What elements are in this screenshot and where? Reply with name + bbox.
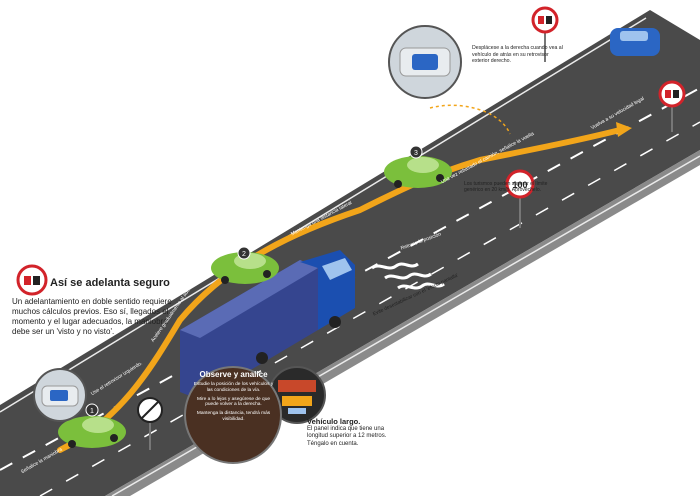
- long-vehicle-title: Vehículo largo.: [307, 417, 361, 426]
- truck-trailer: [180, 260, 318, 400]
- step-number-3: 3: [414, 150, 418, 157]
- truck-wheel: [256, 352, 268, 364]
- speed-limit-sign-icon: [505, 169, 535, 228]
- mirror-inset-left: [33, 368, 87, 422]
- road-edge-line: [0, 17, 647, 413]
- observe-text-2: Mire a lo lejos y asegúrese de que puede…: [196, 396, 271, 408]
- truck: [180, 250, 355, 400]
- car-step-2: [211, 252, 279, 284]
- end-no-overtaking-sign-icon: [658, 80, 686, 132]
- observe-panel-bg: [184, 366, 282, 464]
- intro-text: Un adelantamiento en doble sentido requi…: [12, 297, 172, 336]
- truck-trailer-top: [180, 260, 318, 338]
- car-step-1: [58, 416, 126, 448]
- step-number-2: 2: [242, 251, 246, 258]
- road: [0, 10, 700, 496]
- speed-limit-value: 100: [512, 180, 527, 190]
- truck-wheel: [329, 316, 341, 328]
- truck-windshield: [322, 258, 352, 280]
- mirror-inset-right: [388, 25, 462, 99]
- step-badge-3: [409, 145, 423, 159]
- observe-text-3: Mantenga la distancia, tendrá más visibi…: [196, 411, 271, 422]
- car-step-3: [384, 156, 452, 188]
- blue-car: [610, 28, 660, 56]
- mirror-right-callout: Desplácese a la derecha cuando vea al ve…: [472, 45, 563, 64]
- mirror-path-dotted: [429, 104, 511, 135]
- arrow-head: [616, 122, 632, 137]
- observe-panel: Observe y analice Estudie la posición de…: [192, 370, 275, 423]
- observe-title: Observe y analice: [199, 370, 268, 379]
- title-sign-icon: [16, 264, 48, 296]
- wind-effect-icon: [371, 262, 445, 290]
- observe-text-1: Estudie la posición de los vehículos y l…: [193, 382, 274, 393]
- no-overtaking-sign-icon: [531, 6, 559, 62]
- long-vehicle-body: El panel indica que tiene una longitud s…: [307, 426, 387, 447]
- long-vehicle-callout: Vehículo largo. El panel indica que tien…: [307, 417, 397, 448]
- step-badge-1: [85, 403, 99, 417]
- step-badge-2: [237, 246, 251, 260]
- page-title: Así se adelanta seguro: [50, 277, 170, 289]
- step-number-1: 1: [90, 408, 94, 415]
- overtake-path-arrow: [57, 127, 623, 453]
- speed-limit-callout: Los turismos pueden superar el límite ge…: [464, 181, 548, 194]
- end-restriction-sign-icon: [137, 397, 163, 450]
